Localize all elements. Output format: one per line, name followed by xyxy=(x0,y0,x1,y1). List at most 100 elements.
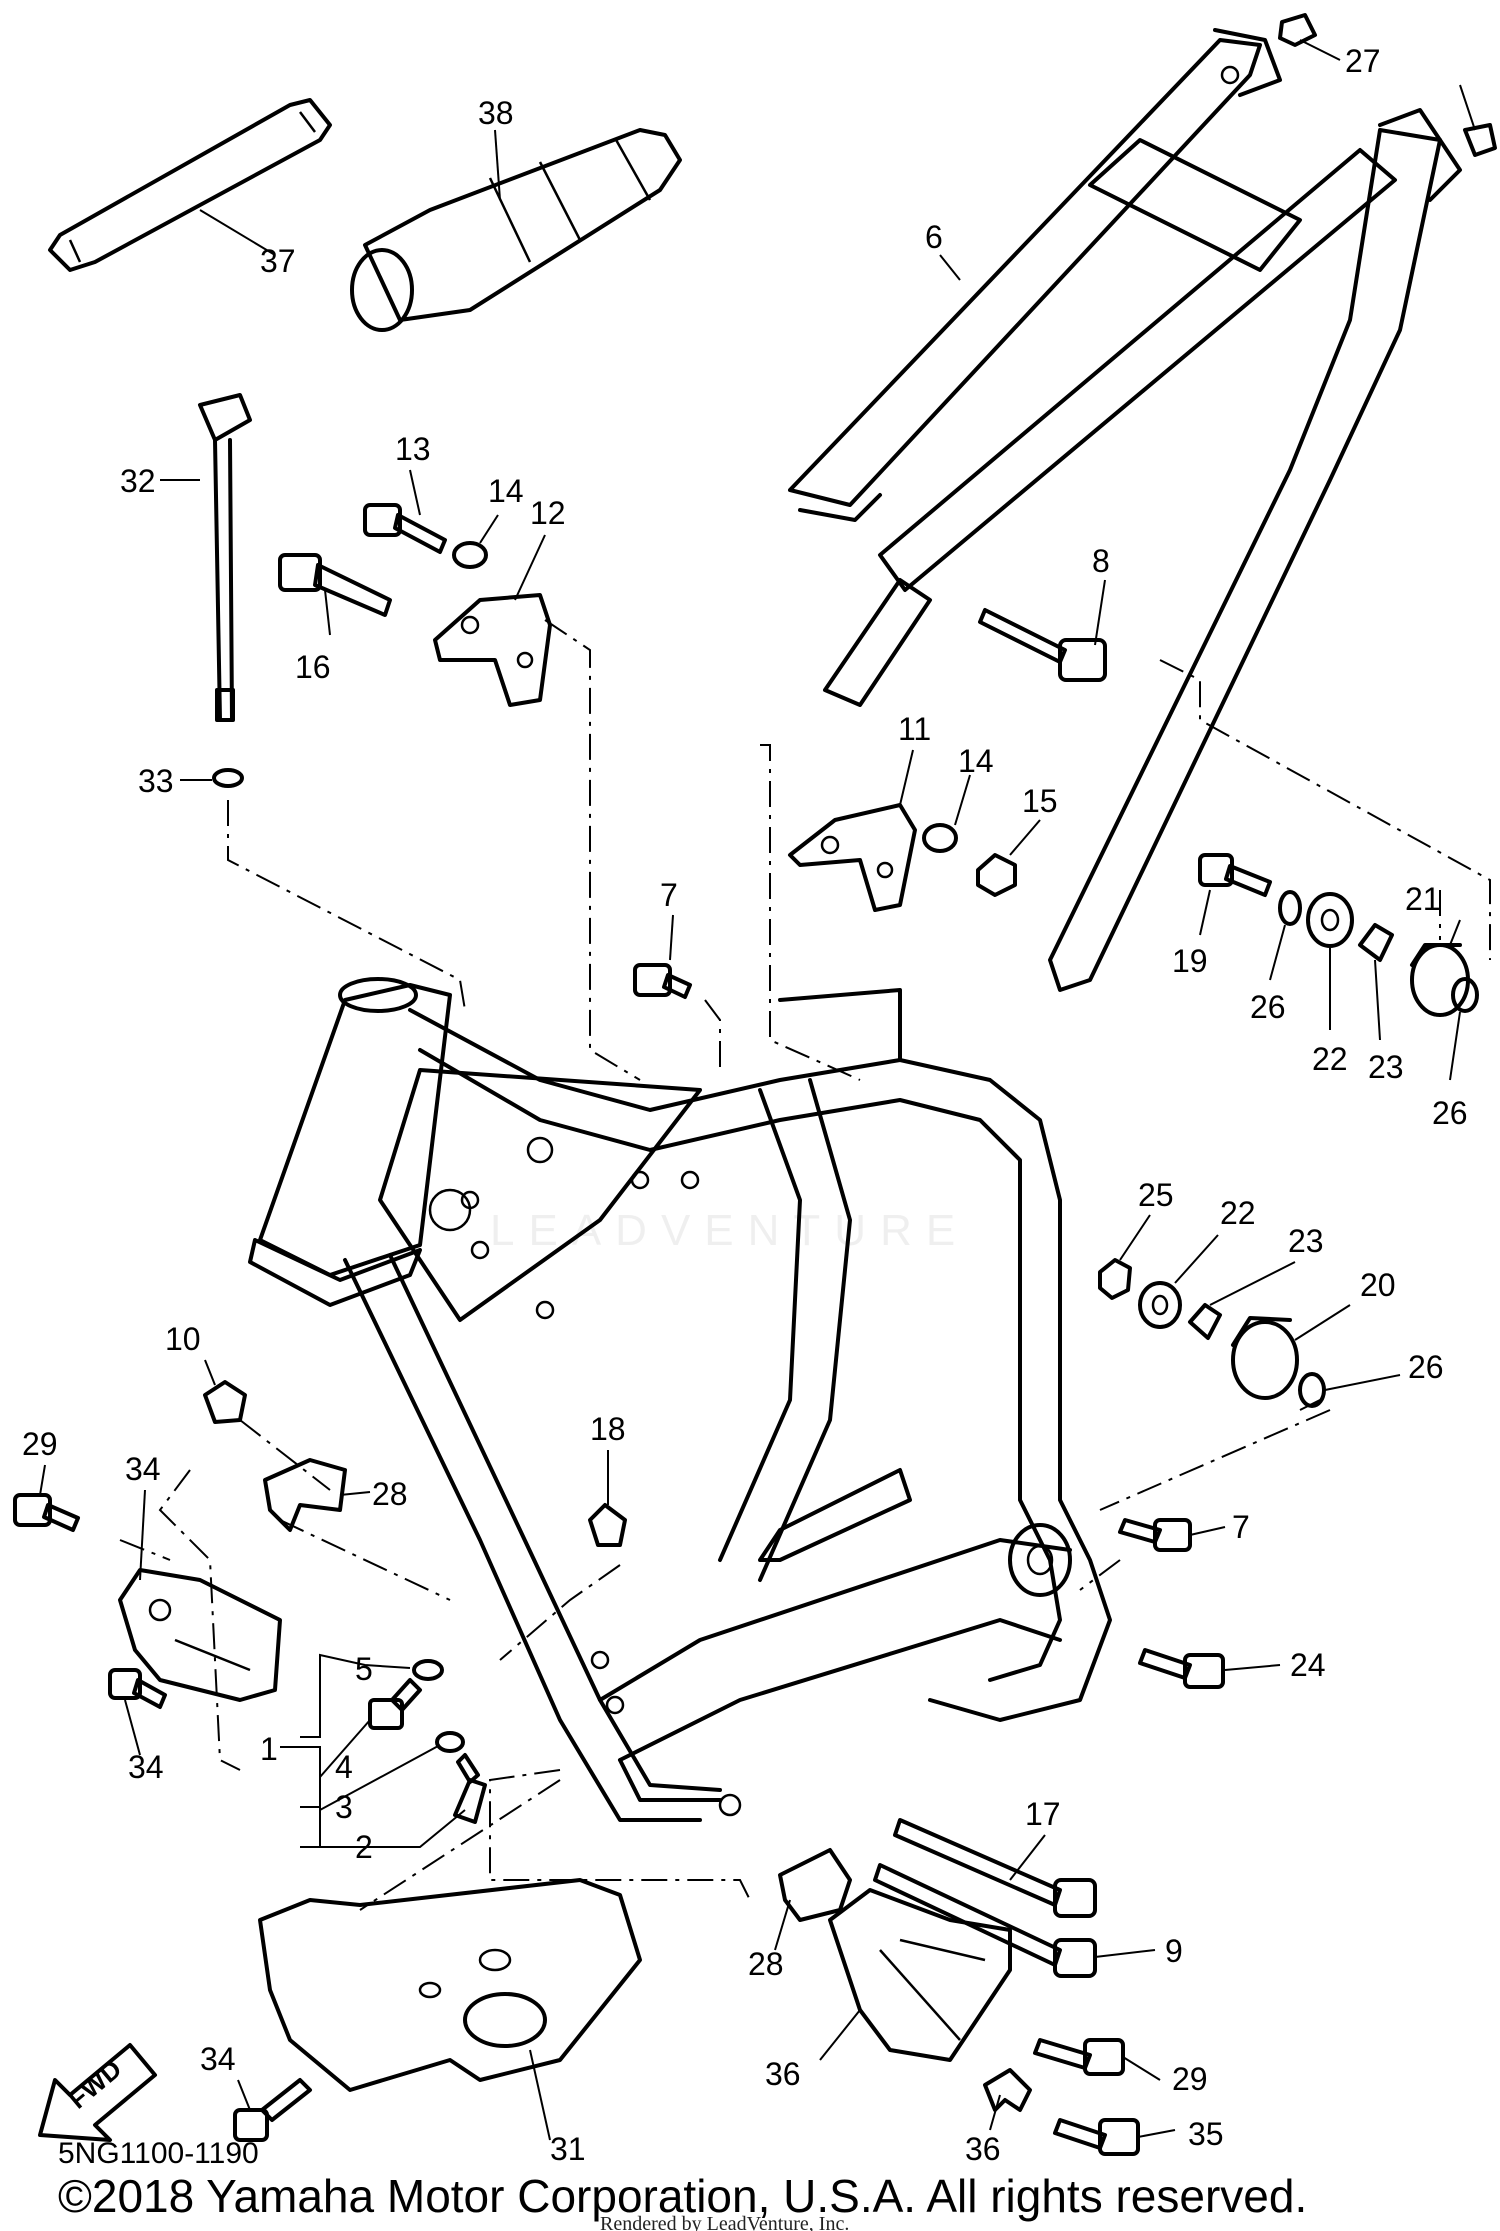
fwd-arrow-icon: FWD xyxy=(38,2043,157,2142)
callout-34: 35 xyxy=(1188,2116,1224,2152)
part-38-socket-tool xyxy=(350,128,682,332)
callout-9: 9 xyxy=(1165,1933,1183,1969)
callout-38: 38 xyxy=(478,95,514,131)
callout-1: 1 xyxy=(260,1731,278,1767)
callout-2: 2 xyxy=(355,1829,373,1865)
part-9-bolt xyxy=(873,1863,1097,1978)
part-17-bolt xyxy=(893,1818,1097,1918)
callout-29: 29 xyxy=(22,1426,58,1462)
part-37-wrench xyxy=(48,98,332,272)
watermark-text: LEADVENTURE xyxy=(490,1206,969,1255)
part-36-clip xyxy=(983,2068,1032,2112)
callout-31: 32 xyxy=(120,463,156,499)
part-34-bolt-skid xyxy=(233,2078,312,2142)
callout-7: 7 xyxy=(660,877,678,913)
callout-7: 7 xyxy=(1232,1509,1250,1545)
part-15-nut xyxy=(976,853,1017,897)
callout-23: 23 xyxy=(1288,1223,1324,1259)
callout-21: 21 xyxy=(1405,881,1441,917)
part-8-bolt xyxy=(978,608,1107,682)
part-29-bolt-left xyxy=(13,1493,80,1532)
callout-28: 28 xyxy=(372,1476,408,1512)
part-16-bolt xyxy=(278,553,392,617)
copyright-notice: ©2018 Yamaha Motor Corporation, U.S.A. A… xyxy=(58,2170,1307,2222)
callout-24: 24 xyxy=(1290,1647,1326,1683)
part-2-drain-bolt xyxy=(453,1753,487,1824)
callout-4: 4 xyxy=(335,1749,353,1785)
part-3-washer xyxy=(435,1731,465,1753)
callout-23: 23 xyxy=(1368,1049,1404,1085)
assembly-lines xyxy=(119,619,1491,1911)
part-14-washer-a xyxy=(452,541,488,569)
part-14-washer-b xyxy=(922,823,958,853)
part-25-nut xyxy=(1098,1258,1132,1300)
part-34-bolt-right xyxy=(1053,2118,1140,2156)
callout-32: 33 xyxy=(138,763,174,799)
callout-33: 34 xyxy=(125,1451,161,1487)
callout-17: 17 xyxy=(1025,1796,1061,1832)
part-23-spacer-a xyxy=(1358,923,1394,962)
part-13-bolt xyxy=(363,503,447,554)
part-4-bolt xyxy=(368,1678,422,1730)
callout-13: 13 xyxy=(395,431,431,467)
part-28-bracket-b xyxy=(778,1848,852,1922)
part-20-damper xyxy=(1231,1316,1299,1400)
part-10-nut xyxy=(203,1380,247,1424)
part-26-washer-b xyxy=(1451,977,1479,1013)
part-26-washer-c xyxy=(1298,1372,1326,1408)
callout-27: 27 xyxy=(1345,43,1381,79)
callout-26: 26 xyxy=(1250,989,1286,1025)
callout-30: 31 xyxy=(550,2131,586,2167)
callout-10: 10 xyxy=(165,1321,201,1357)
part-32-washer xyxy=(212,768,244,788)
rendered-by: Rendered by LeadVenture, Inc. xyxy=(600,2213,849,2231)
part-24-bolt xyxy=(1138,1648,1225,1689)
part-12-bracket xyxy=(433,593,552,707)
part-29-bolt-right xyxy=(1033,2038,1125,2076)
callout-36-label: 36 xyxy=(965,2131,1001,2167)
callout-16: 16 xyxy=(295,649,331,685)
callout-35: 36 xyxy=(765,2056,801,2092)
callout-34: 34 xyxy=(128,1749,164,1785)
callout-15: 15 xyxy=(1022,783,1058,819)
callout-22: 22 xyxy=(1220,1195,1256,1231)
part-22-collar-a xyxy=(1306,892,1354,948)
part-28-bracket-a xyxy=(263,1458,347,1532)
callout-6: 6 xyxy=(925,219,943,255)
part-7-bolt-lower xyxy=(1118,1518,1192,1552)
leader-lines xyxy=(39,39,1476,2141)
catalog-code: 5NG1100-1190 xyxy=(58,2137,259,2170)
callout-37: 37 xyxy=(260,243,296,279)
part-35-guard xyxy=(828,1888,1012,2062)
callout-25: 25 xyxy=(1138,1177,1174,1213)
part-26-washer-a xyxy=(1278,890,1302,926)
part-6-subframe xyxy=(788,28,1462,992)
part-5-washer xyxy=(412,1659,444,1681)
part-31-dipstick xyxy=(198,393,252,722)
part-33-guard xyxy=(118,1568,282,1702)
part-22-collar-b xyxy=(1138,1281,1182,1329)
part-1-main-frame xyxy=(248,977,1112,1822)
callout-29: 29 xyxy=(1172,2061,1208,2097)
callout-5: 5 xyxy=(355,1651,373,1687)
callout-19: 19 xyxy=(1172,943,1208,979)
callout-14: 14 xyxy=(958,743,994,779)
part-23-spacer-b xyxy=(1188,1303,1222,1340)
part-11-bracket xyxy=(788,803,917,912)
callout-18: 18 xyxy=(590,1411,626,1447)
callout-26: 26 xyxy=(1408,1349,1444,1385)
part-30-skid-plate xyxy=(258,1878,642,2092)
part-7-bolt-upper xyxy=(633,963,692,999)
callout-14: 14 xyxy=(488,473,524,509)
callout-26: 26 xyxy=(1432,1095,1468,1131)
callout-20: 20 xyxy=(1360,1267,1396,1303)
callout-22: 22 xyxy=(1312,1041,1348,1077)
part-18-nut xyxy=(588,1503,627,1547)
part-34-bolt-left xyxy=(108,1668,167,1709)
part-27-caps xyxy=(1278,13,1497,157)
callout-34: 34 xyxy=(200,2041,236,2077)
callout-8: 8 xyxy=(1092,543,1110,579)
callout-11: 11 xyxy=(898,711,931,747)
callout-3: 3 xyxy=(335,1789,353,1825)
